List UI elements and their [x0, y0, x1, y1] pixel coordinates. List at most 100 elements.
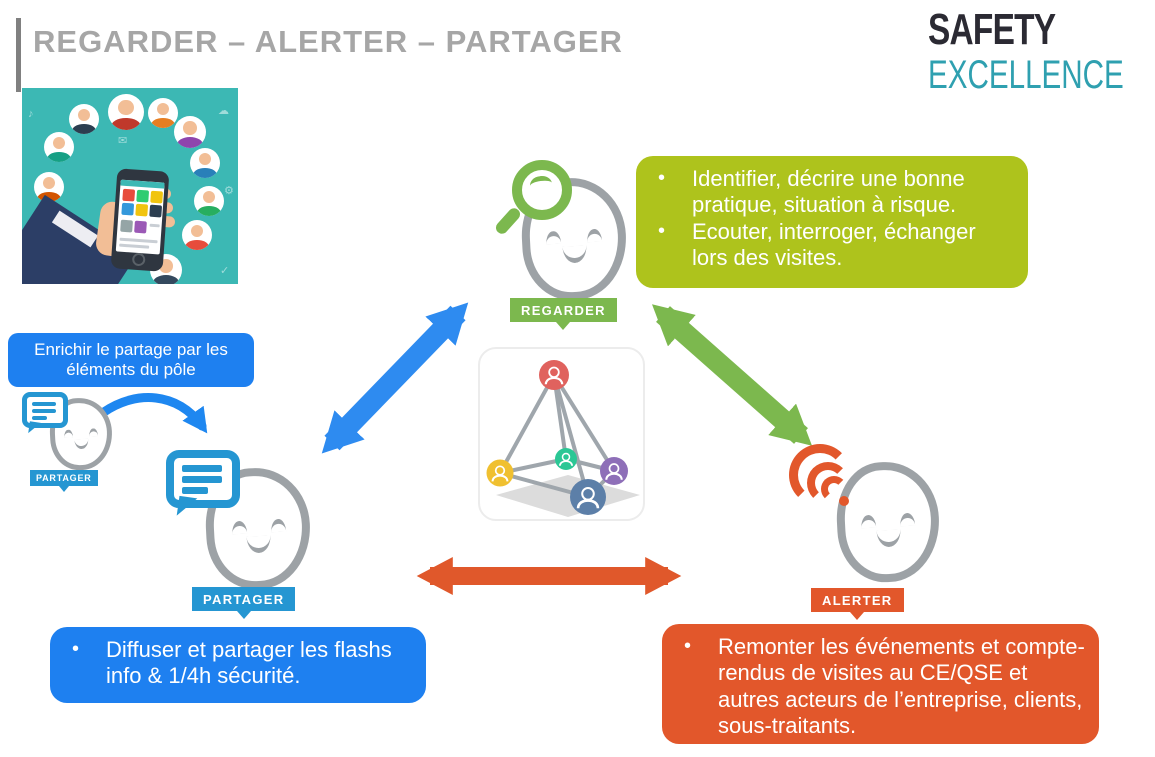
- eye: [63, 429, 74, 438]
- eye: [860, 514, 877, 529]
- smile: [74, 438, 89, 450]
- bubble-line: [32, 402, 56, 406]
- avatar-head: [202, 190, 216, 204]
- speech-bubble-icon: [166, 450, 240, 519]
- arrow-partager-regarder: [321, 302, 469, 454]
- bullet-item: Ecouter, interroger, échanger lors des v…: [636, 219, 1014, 272]
- alerter-label-tag: ALERTER: [811, 588, 904, 620]
- actor-partager-small: PARTAGER: [22, 390, 122, 500]
- eye: [899, 512, 916, 527]
- text-line: [149, 223, 160, 228]
- arrow-partager-alerter: [416, 557, 682, 595]
- avatar: [174, 116, 206, 148]
- bubble-tail: [176, 495, 198, 519]
- brand-word-excellence: EXCELLENCE: [928, 53, 1124, 97]
- bubble-line: [182, 487, 208, 494]
- eye: [231, 520, 248, 535]
- avatar: [44, 132, 74, 162]
- app-tile: [121, 202, 135, 216]
- mail-icon: ✉: [118, 135, 128, 147]
- avatar: [182, 220, 212, 250]
- app-tile: [149, 204, 163, 218]
- actor-partager: PARTAGER: [166, 450, 316, 625]
- avatar-body: [71, 123, 97, 134]
- avatar: [69, 104, 99, 134]
- brand-word-safety: SAFETY: [928, 5, 1056, 54]
- avatar: [194, 186, 224, 216]
- avatar-head: [198, 152, 212, 166]
- avatar: [108, 94, 144, 130]
- text-line: [119, 243, 150, 249]
- bubble-line: [182, 465, 222, 472]
- regarder-label-tag: REGARDER: [510, 298, 617, 330]
- avatar-body: [150, 117, 176, 128]
- avatar-head: [156, 102, 170, 116]
- avatar: [190, 148, 220, 178]
- speech-bubble-icon: [22, 392, 68, 435]
- avatar-head: [42, 176, 56, 190]
- brand-logo: SAFETY EXCELLENCE: [928, 5, 1148, 97]
- avatar-head: [77, 108, 91, 122]
- partager-label-tag: PARTAGER: [192, 587, 296, 619]
- eye: [586, 228, 603, 243]
- avatar-body: [184, 239, 210, 250]
- magnifier-glass: [512, 160, 572, 220]
- bullet-list: Identifier, décrire une bonne pratique, …: [636, 156, 1028, 272]
- partager-small-label-tag: PARTAGER: [30, 470, 98, 492]
- arrow-regarder-alerter: [651, 304, 813, 446]
- arrow-shaft: [651, 304, 813, 446]
- bubble-line: [32, 416, 47, 420]
- app-tile: [120, 219, 133, 233]
- phone-statusbar: [120, 179, 165, 189]
- page-title: REGARDER – ALERTER – PARTAGER: [33, 24, 623, 59]
- smile: [246, 535, 272, 554]
- text-line: [119, 237, 158, 244]
- bullet-list: Remonter les événements et compte-rendus…: [662, 624, 1099, 740]
- avatar-body: [111, 117, 141, 130]
- arrow-enrichir-curve: [99, 393, 208, 434]
- arrow-shaft: [321, 302, 469, 454]
- bubble-line: [32, 409, 56, 413]
- check-icon: ✓: [220, 265, 230, 277]
- callout-enrichir: Enrichir le partage par les éléments du …: [8, 333, 254, 387]
- smile: [562, 245, 588, 264]
- phone-home-button: [131, 252, 146, 267]
- avatar-body: [46, 151, 72, 162]
- actor-regarder: REGARDER: [493, 160, 648, 340]
- callout-regarder: Identifier, décrire une bonne pratique, …: [636, 156, 1028, 288]
- team-pyramid-icon: [486, 360, 640, 517]
- bullet-item: Diffuser et partager les flashs info & 1…: [50, 637, 412, 690]
- smile: [876, 529, 902, 548]
- app-tile: [122, 188, 136, 202]
- bubble-tail: [28, 421, 41, 435]
- callout-alerter: Remonter les événements et compte-rendus…: [662, 624, 1099, 744]
- avatar-body: [196, 205, 222, 216]
- avatar-body: [176, 137, 204, 148]
- phone-screen: [115, 179, 165, 255]
- arrow-shaft: [99, 393, 208, 434]
- avatar-head: [190, 224, 204, 238]
- music-note-icon: ♪: [28, 108, 34, 120]
- bullet-item: Identifier, décrire une bonne pratique, …: [636, 166, 1014, 219]
- eye: [88, 428, 99, 437]
- callout-partager: Diffuser et partager les flashs info & 1…: [50, 627, 426, 703]
- bullet-list: Diffuser et partager les flashs info & 1…: [50, 627, 426, 690]
- avatar-head: [52, 136, 66, 150]
- avatar-body: [152, 275, 180, 284]
- wave-dot: [839, 496, 849, 506]
- app-tile: [136, 189, 150, 203]
- social-network-phone-illustration: ♪ ✉ ✓ ☁ ⚙ ♡: [22, 88, 238, 284]
- team-pyramid-card: [478, 347, 645, 521]
- cloud-icon: ☁: [218, 105, 229, 117]
- actor-alerter: ALERTER: [789, 444, 943, 625]
- avatar-body: [192, 167, 218, 178]
- avatar-head: [118, 99, 134, 115]
- wave-arc: [821, 476, 847, 502]
- avatar-head: [183, 121, 197, 135]
- eye: [270, 518, 287, 533]
- alert-waves-icon: [789, 444, 859, 514]
- wave-arc: [807, 462, 849, 504]
- magnifier-icon: [493, 160, 572, 240]
- wave-arc: [789, 444, 851, 506]
